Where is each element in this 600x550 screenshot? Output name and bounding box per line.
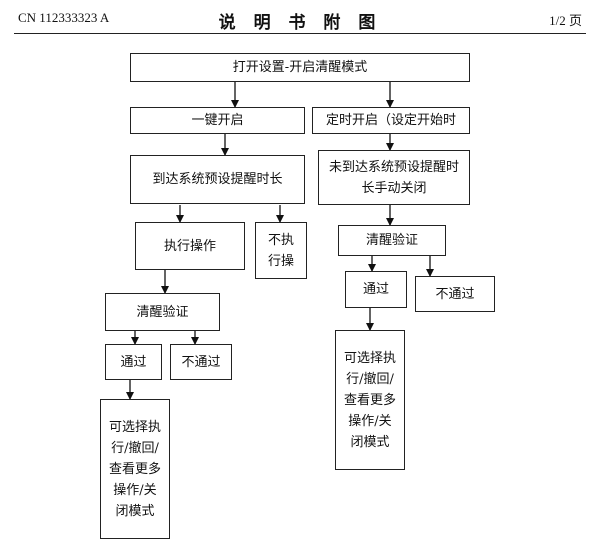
node-pass-right: 通过 (345, 271, 407, 308)
node-verify-right: 清醒验证 (338, 225, 446, 256)
node-reach-preset: 到达系统预设提醒时长 (130, 155, 305, 204)
header-rule (14, 33, 586, 34)
node-verify-left: 清醒验证 (105, 293, 220, 331)
patent-number: CN 112333323 A (18, 10, 110, 25)
node-execute: 执行操作 (135, 222, 245, 270)
page-title: 说 明 书 附 图 (218, 13, 382, 33)
page-number: 1/2 页 (549, 13, 582, 28)
node-not-execute: 不执行操 (255, 222, 307, 279)
node-fail-left: 不通过 (170, 344, 232, 380)
node-root: 打开设置-开启清醒模式 (130, 53, 470, 82)
node-options-left: 可选择执行/撤回/查看更多操作/关闭模式 (100, 399, 170, 539)
node-not-reach-preset: 未到达系统预设提醒时长手动关闭 (318, 150, 470, 205)
node-pass-left: 通过 (105, 344, 162, 380)
node-timed-start: 定时开启（设定开始时 (312, 107, 470, 134)
node-fail-right: 不通过 (415, 276, 495, 312)
node-options-right: 可选择执行/撤回/查看更多操作/关闭模式 (335, 330, 405, 470)
node-one-key-start: 一键开启 (130, 107, 305, 134)
